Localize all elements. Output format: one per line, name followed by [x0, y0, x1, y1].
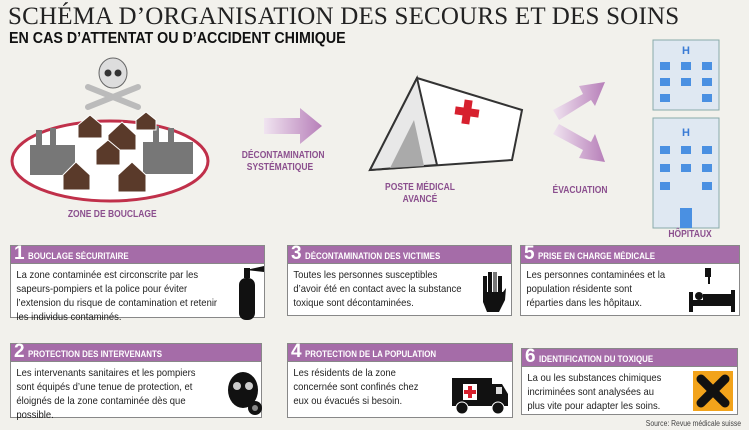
step-text: La ou les substances chimiques incriminé… [527, 372, 662, 412]
hand-icon [483, 272, 506, 312]
evacuation-arrows-icon [553, 82, 605, 162]
hazard-x-icon [693, 371, 733, 411]
label-line: POSTE MÉDICAL [385, 182, 455, 193]
step-title: DÉCONTAMINATION DES VICTIMES [304, 251, 440, 261]
svg-text:H: H [682, 45, 690, 57]
step-text: Les intervenants sanitaires et les pompi… [16, 367, 196, 421]
hospital-bed-icon [689, 268, 735, 312]
step-number: 1 [14, 243, 25, 264]
step-text: Toutes les personnes susceptibles d’avoi… [293, 269, 462, 309]
svg-text:H: H [682, 127, 690, 139]
step-title: IDENTIFICATION DU TOXIQUE [538, 354, 653, 364]
arrow-right-icon [264, 108, 322, 144]
hospital-building: H [652, 39, 720, 111]
step-number: 5 [524, 243, 535, 264]
page-subtitle: EN CAS D’ATTENTAT OU D’ACCIDENT CHIMIQUE [9, 30, 346, 47]
step-number: 2 [14, 341, 25, 362]
label-line: AVANCÉ [402, 194, 438, 205]
evacuation-label: ÉVACUATION [552, 185, 608, 196]
step-number: 4 [291, 341, 302, 362]
step-text: Les résidents de la zone concernée sont … [293, 367, 419, 407]
step-title: PRISE EN CHARGE MÉDICALE [537, 251, 655, 261]
tent-icon [368, 75, 524, 172]
gas-mask-icon [228, 372, 262, 415]
contaminated-zone-illustration [10, 57, 210, 203]
label-line: DÉCONTAMINATION [241, 150, 325, 161]
step-title: BOUCLAGE SÉCURITAIRE [27, 251, 129, 261]
step-number: 3 [291, 243, 302, 264]
page-title: SCHÉMA D’ORGANISATION DES SECOURS ET DES… [8, 3, 680, 30]
step-text: Les personnes contaminées et la populati… [526, 269, 666, 309]
step-title: PROTECTION DES INTERVENANTS [27, 349, 162, 359]
decontamination-label: DÉCONTAMINATION SYSTÉMATIQUE [241, 150, 325, 174]
fire-extinguisher-icon [239, 266, 264, 320]
step-title: PROTECTION DE LA POPULATION [304, 349, 436, 359]
ambulance-icon [452, 378, 508, 415]
hospitals-icon: H H [652, 39, 720, 229]
label-line: SYSTÉMATIQUE [246, 162, 314, 173]
skull-icon [85, 57, 141, 110]
step-text: La zone contaminée est circonscrite par … [16, 269, 218, 323]
source-credit: Source: Revue médicale suisse [645, 419, 741, 428]
hospital-building: H [652, 117, 720, 229]
poste-label: POSTE MÉDICAL AVANCÉ [382, 182, 459, 206]
zone-label: ZONE DE BOUCLAGE [67, 209, 157, 220]
step-number: 6 [525, 346, 536, 367]
hopitaux-label: HÔPITAUX [668, 229, 712, 240]
